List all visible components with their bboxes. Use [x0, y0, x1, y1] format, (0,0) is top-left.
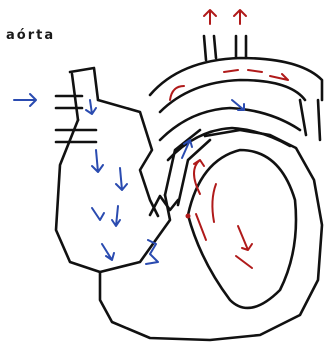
flow-arrow-lv-4 — [236, 256, 252, 268]
flow-arrow-4 — [92, 208, 104, 220]
tricuspid-region — [100, 195, 170, 272]
pulmonary-vessel-left-upper — [56, 96, 82, 108]
flow-arrow-lv-1 — [196, 214, 206, 240]
atrial-wall — [98, 100, 158, 216]
flow-origin-dot — [186, 214, 191, 219]
flow-arrow-1 — [86, 100, 96, 114]
left-ventricle — [188, 150, 296, 308]
flow-arrow-3 — [116, 168, 127, 190]
aorta-descending — [300, 100, 320, 140]
flow-arrow-svc-in — [14, 94, 36, 106]
flow-arrow-5 — [112, 206, 120, 226]
deoxygenated-flow-arrows — [14, 94, 244, 264]
flow-arrow-6 — [102, 244, 114, 260]
flow-arrow-lv-2 — [212, 184, 216, 222]
pulmonary-vessel-left-lower — [56, 130, 96, 142]
arch-branch-1 — [204, 36, 216, 60]
flow-arrow-branch-2 — [234, 10, 246, 24]
mitral-valve — [150, 196, 178, 215]
flow-arrow-2 — [92, 150, 103, 172]
arch-branch-2 — [236, 36, 246, 58]
flow-arrow-arch — [224, 70, 288, 80]
flow-arrow-lv-3 — [238, 226, 252, 250]
flow-arrow-branch-1 — [204, 10, 216, 24]
